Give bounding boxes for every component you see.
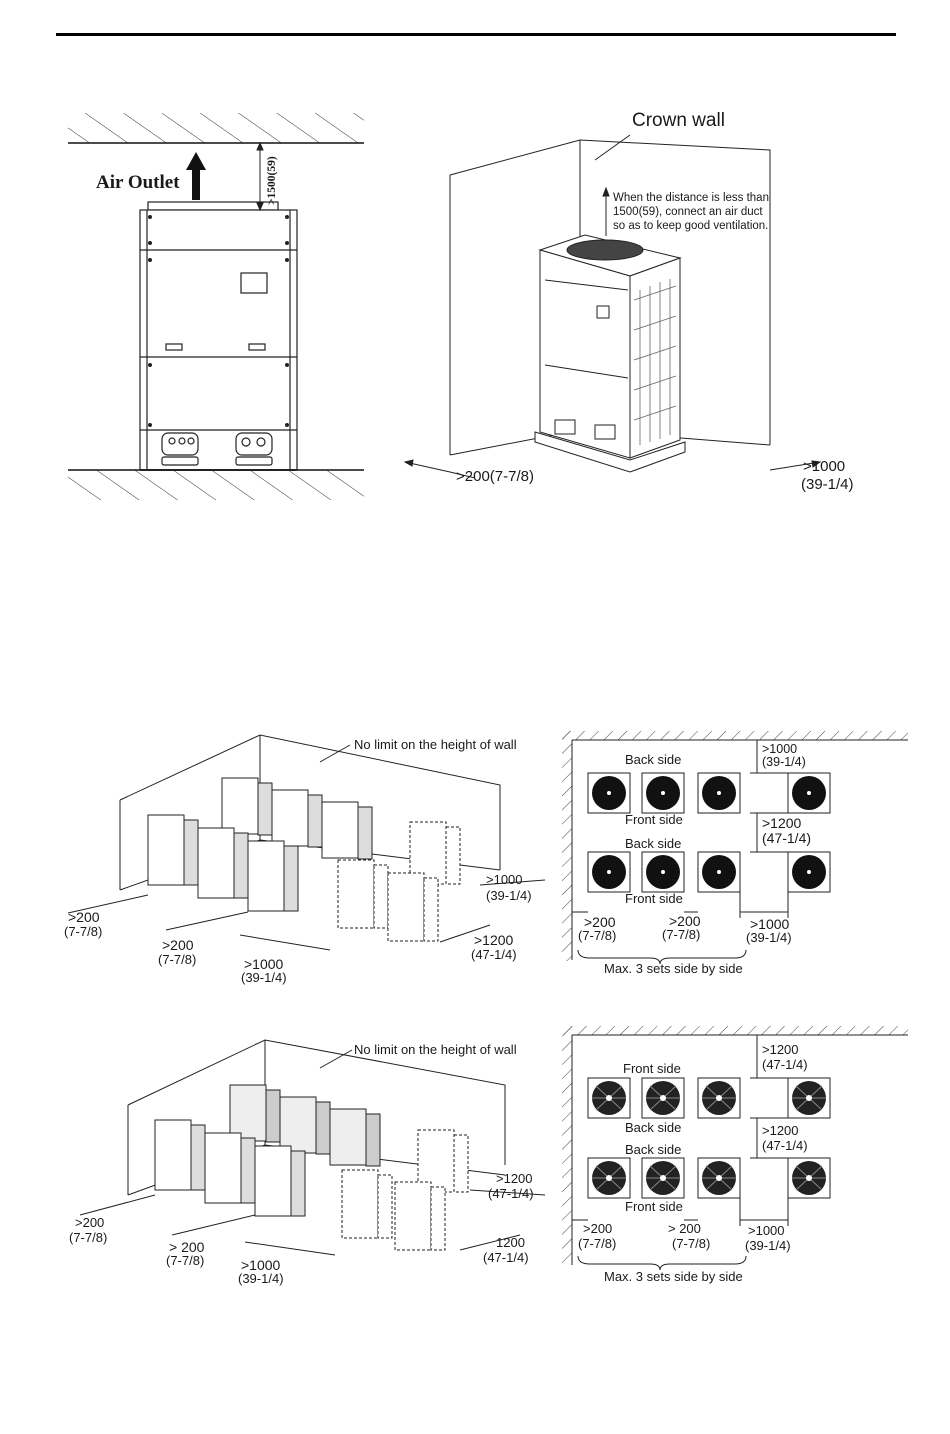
left-clearance-label: >200(7-7/8)	[456, 468, 534, 485]
fig5-dim-4-in: (47-1/4)	[488, 1186, 534, 1201]
floor-hatch	[68, 470, 364, 500]
plan2-bottom-3-in: (39-1/4)	[745, 1238, 791, 1253]
fig3-dim-5-mm: >1200	[474, 932, 514, 948]
fig5-wall-note: No limit on the height of wall	[354, 1042, 517, 1057]
fig3-dim-4-mm: >1000	[486, 872, 523, 887]
unit-group-1	[147, 777, 461, 942]
fig3-dim-5-in: (47-1/4)	[471, 947, 517, 962]
fig5-dim-2-in: (7-7/8)	[166, 1253, 205, 1268]
outdoor-unit-perspective	[534, 234, 686, 473]
plan1-back-side-2: Back side	[625, 836, 682, 851]
plan1-front-side-1: Front side	[625, 812, 683, 827]
header-rule	[56, 33, 896, 36]
plan2-bottom-2-mm: > 200	[668, 1221, 701, 1236]
plan1-bottom-3-in: (39-1/4)	[746, 930, 792, 945]
plan2-row-gap-mm: >1200	[762, 1123, 799, 1138]
unit-group-2	[154, 1084, 469, 1251]
plan1-max-sets: Max. 3 sets side by side	[604, 961, 743, 976]
air-outlet-arrow-icon	[186, 152, 206, 200]
fig5-dim-3-in: (39-1/4)	[238, 1271, 284, 1286]
fig3-dim-1-in: (7-7/8)	[64, 924, 103, 939]
plan2-bottom-3-mm: >1000	[748, 1223, 785, 1238]
plan1-top-gap-in: (39-1/4)	[762, 755, 806, 769]
right-clearance-inch-label: (39-1/4)	[801, 476, 854, 493]
crown-note-line-2: 1500(59), connect an air duct	[613, 206, 763, 218]
plan1-top-gap-mm: >1000	[762, 742, 798, 756]
plan1-bottom-1-mm: >200	[584, 914, 616, 930]
fig3-dim-3-in: (39-1/4)	[241, 970, 287, 985]
plan2-bottom-1-in: (7-7/8)	[578, 1236, 617, 1251]
air-outlet-label: Air Outlet	[96, 172, 180, 193]
plan1-bottom-1-in: (7-7/8)	[578, 928, 617, 943]
plan2-bottom-2-in: (7-7/8)	[672, 1236, 711, 1251]
plan2-back-side-2: Back side	[625, 1142, 682, 1157]
dimension-left	[403, 459, 476, 479]
plan1-bottom-3-mm: >1000	[750, 916, 790, 932]
unit-side-grille	[633, 279, 677, 445]
plan2-top-gap-in: (47-1/4)	[762, 1057, 808, 1072]
fig3-dim-4-in: (39-1/4)	[486, 888, 532, 903]
plan2-front-side-2: Front side	[625, 1199, 683, 1214]
ceiling-hatch	[68, 113, 364, 143]
plan2-bottom-1-mm: >200	[583, 1221, 613, 1236]
plan1-bottom-2-mm: >200	[669, 913, 701, 929]
fig5-dim-2-mm: > 200	[169, 1239, 205, 1255]
crown-wall-label: Crown wall	[632, 110, 725, 131]
crown-note-line-3: so as to keep good ventilation.	[613, 220, 769, 232]
fig5-dim-5-in: (47-1/4)	[483, 1250, 529, 1265]
plan1-back-side-1: Back side	[625, 752, 682, 767]
plan2-max-sets: Max. 3 sets side by side	[604, 1269, 743, 1284]
fig5-dim-3-mm: >1000	[241, 1257, 281, 1273]
crown-note-line-1: When the distance is less than	[613, 192, 769, 204]
plan2-back-side-1: Back side	[625, 1120, 682, 1135]
dimension-right	[769, 460, 822, 471]
plan2-front-side-1: Front side	[623, 1061, 681, 1076]
fig3-dim-1-mm: >200	[68, 909, 100, 925]
plan2-row-gap-in: (47-1/4)	[762, 1138, 808, 1153]
plan2-top-gap-mm: >1200	[762, 1042, 799, 1057]
plan2-left-wall	[562, 1026, 572, 1266]
plan1-row-gap-in: (47-1/4)	[762, 830, 812, 846]
plan1-top-wall	[562, 731, 908, 740]
fig3-dim-2-in: (7-7/8)	[158, 952, 197, 967]
fig5-dim-1-in: (7-7/8)	[69, 1230, 108, 1245]
plan1-left-wall	[562, 731, 572, 961]
fig3-wall-note: No limit on the height of wall	[354, 737, 517, 752]
plan1-bottom-2-in: (7-7/8)	[662, 927, 701, 942]
fig5-dim-5-mm: 1200	[496, 1235, 525, 1250]
fig5-dim-1-mm: >200	[75, 1215, 105, 1230]
fig3-dim-2-mm: >200	[162, 937, 194, 953]
dimension-top-clearance	[256, 141, 264, 212]
outdoor-unit-front	[139, 201, 298, 471]
plan1-front-side-2: Front side	[625, 891, 683, 906]
plan1-row-gap-mm: >1200	[762, 815, 802, 831]
plan2-top-wall	[562, 1026, 908, 1035]
right-clearance-label: >1000	[803, 458, 846, 475]
fig3-dim-3-mm: >1000	[244, 956, 284, 972]
fig5-dim-4-mm: >1200	[496, 1171, 533, 1186]
